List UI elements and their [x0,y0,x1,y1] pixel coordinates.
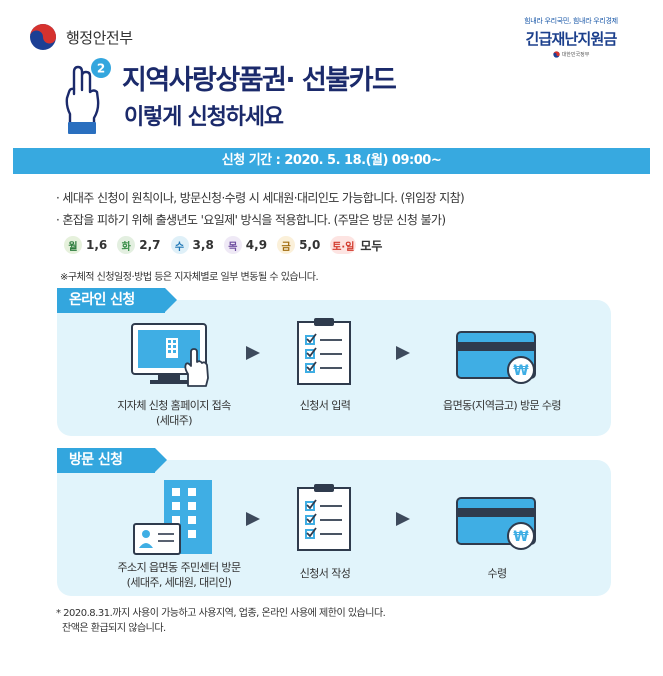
step-arrow-icon [396,346,410,360]
campaign-title: 긴급재난지원금 [525,30,617,48]
day-digits: 4,9 [245,238,268,252]
day-badge: 수 [170,236,189,254]
day-badge: 금 [277,236,296,254]
day-digits: 5,0 [299,238,321,252]
day-digits: 2,7 [139,238,161,252]
won-symbol: ₩ [513,363,529,379]
page-subtitle: 이렇게 신청하세요 [124,105,284,130]
step-caption: 주소지 읍면동 주민센터 방문 (세대주, 세대원, 대리인) [117,561,242,589]
taegeuk-small-icon [553,51,560,58]
note-item: · 세대주 신청이 원칙이나, 방문신청·수령 시 세대원·대리인도 가능합니다… [56,191,465,205]
step-caption: 신청서 작성 [299,567,351,580]
day-digits: 1,6 [86,238,108,252]
visit-section-label: 방문 신청 [57,448,167,473]
application-period-bar: 신청 기간 : 2020. 5. 18.(월) 09:00~ [13,148,650,174]
prepaid-card-icon: ₩ [455,330,541,390]
weekend-badge: 토·일 [330,236,357,254]
step-caption: 지자체 신청 홈페이지 접속 (세대주) [117,399,231,427]
notes: · 세대주 신청이 원칙이나, 방문신청·수령 시 세대원·대리인도 가능합니다… [56,187,465,231]
won-symbol: ₩ [513,529,529,545]
badge-number: 2 [97,62,105,76]
day-badge: 화 [117,236,136,254]
monitor-touch-icon [130,322,216,392]
step-caption: 신청서 입력 [299,399,351,412]
page-title: 지역사랑상품권· 선불카드 [122,65,397,96]
step-arrow-icon [246,512,260,526]
building-id-card-icon [130,478,216,562]
footnote: * 2020.8.31.까지 사용이 가능하고 사용지역, 업종, 온라인 사용… [56,608,386,634]
prepaid-card-icon: ₩ [455,496,541,556]
day-badge: 목 [223,236,242,254]
clipboard-checklist-icon [296,316,352,390]
taegeuk-icon [30,24,56,50]
note-item: · 혼잡을 피하기 위해 출생년도 '요일제' 방식을 적용합니다. (주말은 … [56,213,446,227]
step-arrow-icon [246,346,260,360]
fine-print: ※구체적 신청일정·방법 등은 지자체별로 일부 변동될 수 있습니다. [60,272,319,283]
day-badge: 월 [64,236,82,254]
step-caption: 읍면동(지역금고) 방문 수령 [443,399,562,412]
step-caption: 수령 [487,567,507,580]
weekend-text: 모두 [360,238,383,253]
campaign-logo: 힘내라 우리국민, 힘내라 우리경제 긴급재난지원금 대한민국정부 [501,16,641,58]
hand-two-icon: 2 [62,56,118,140]
weekday-schedule: 월 1,6 화 2,7 수 3,8 목 4,9 금 5,0 토·일 모두 [64,236,382,254]
day-digits: 3,8 [192,238,214,252]
step-arrow-icon [396,512,410,526]
clipboard-checklist-icon [296,482,352,556]
ministry-name: 행정안전부 [66,28,133,47]
ministry-logo: 행정안전부 [28,22,133,52]
online-section-label: 온라인 신청 [57,288,177,313]
campaign-slogan: 힘내라 우리국민, 힘내라 우리경제 [524,17,618,25]
campaign-sub: 대한민국정부 [501,51,641,58]
